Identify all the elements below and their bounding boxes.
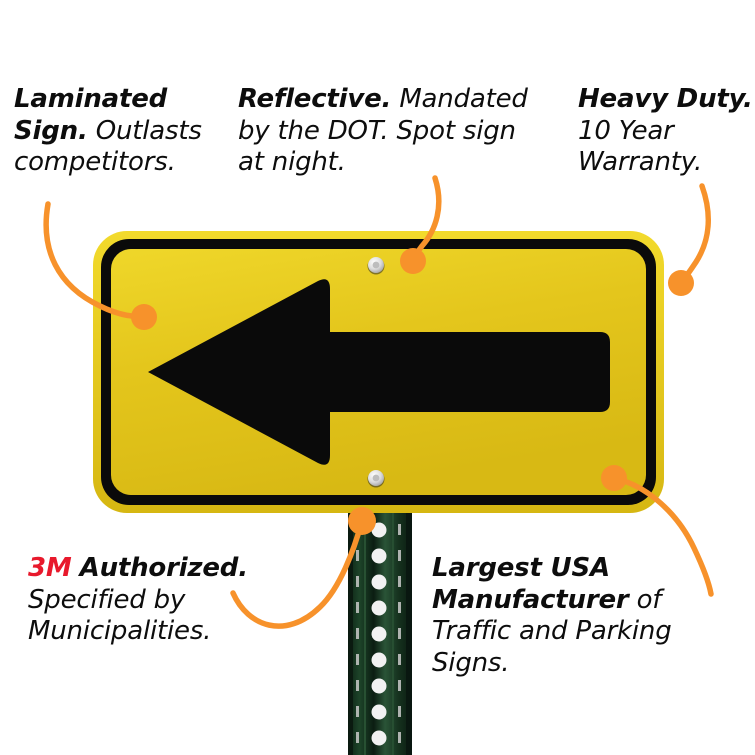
callout-reflective-heading: Reflective. xyxy=(238,84,392,114)
callout-largest-body: of Traffic and Parking Signs. xyxy=(432,584,672,679)
mounting-bolts xyxy=(367,257,385,488)
callout-heavy-duty: Heavy Duty. 10 Year Warranty. xyxy=(578,84,755,179)
u-channel-sign-post xyxy=(348,503,412,755)
callout-largest-usa-manufacturer: Largest USA Manufacturer of Traffic and … xyxy=(432,553,704,680)
post-holes xyxy=(371,522,387,746)
callout-laminated-heading: Laminated Sign. xyxy=(14,84,168,146)
callout-3m-authorized: 3M Authorized. Specified by Municipaliti… xyxy=(28,553,278,648)
callout-heavy-duty-body: 10 Year Warranty. xyxy=(578,115,703,178)
callout-3m-brand: 3M xyxy=(28,553,72,583)
callout-largest-heading-line2: Manufacturer xyxy=(432,584,629,615)
callout-largest-heading-line1: Largest USA xyxy=(432,553,610,583)
callout-reflective-body: Mandated by the DOT. Spot sign at night. xyxy=(238,84,528,178)
left-arrow-glyph xyxy=(148,279,610,465)
callout-reflective: Reflective. Mandated by the DOT. Spot si… xyxy=(238,84,530,179)
callout-laminated-body: Outlasts competitors. xyxy=(14,115,202,178)
callout-laminated-sign: Laminated Sign. Outlasts competitors. xyxy=(14,84,230,179)
callout-3m-body: Specified by Municipalities. xyxy=(28,584,212,647)
callout-heavy-duty-heading: Heavy Duty. xyxy=(578,84,753,114)
callout-3m-heading: Authorized. xyxy=(79,553,248,583)
